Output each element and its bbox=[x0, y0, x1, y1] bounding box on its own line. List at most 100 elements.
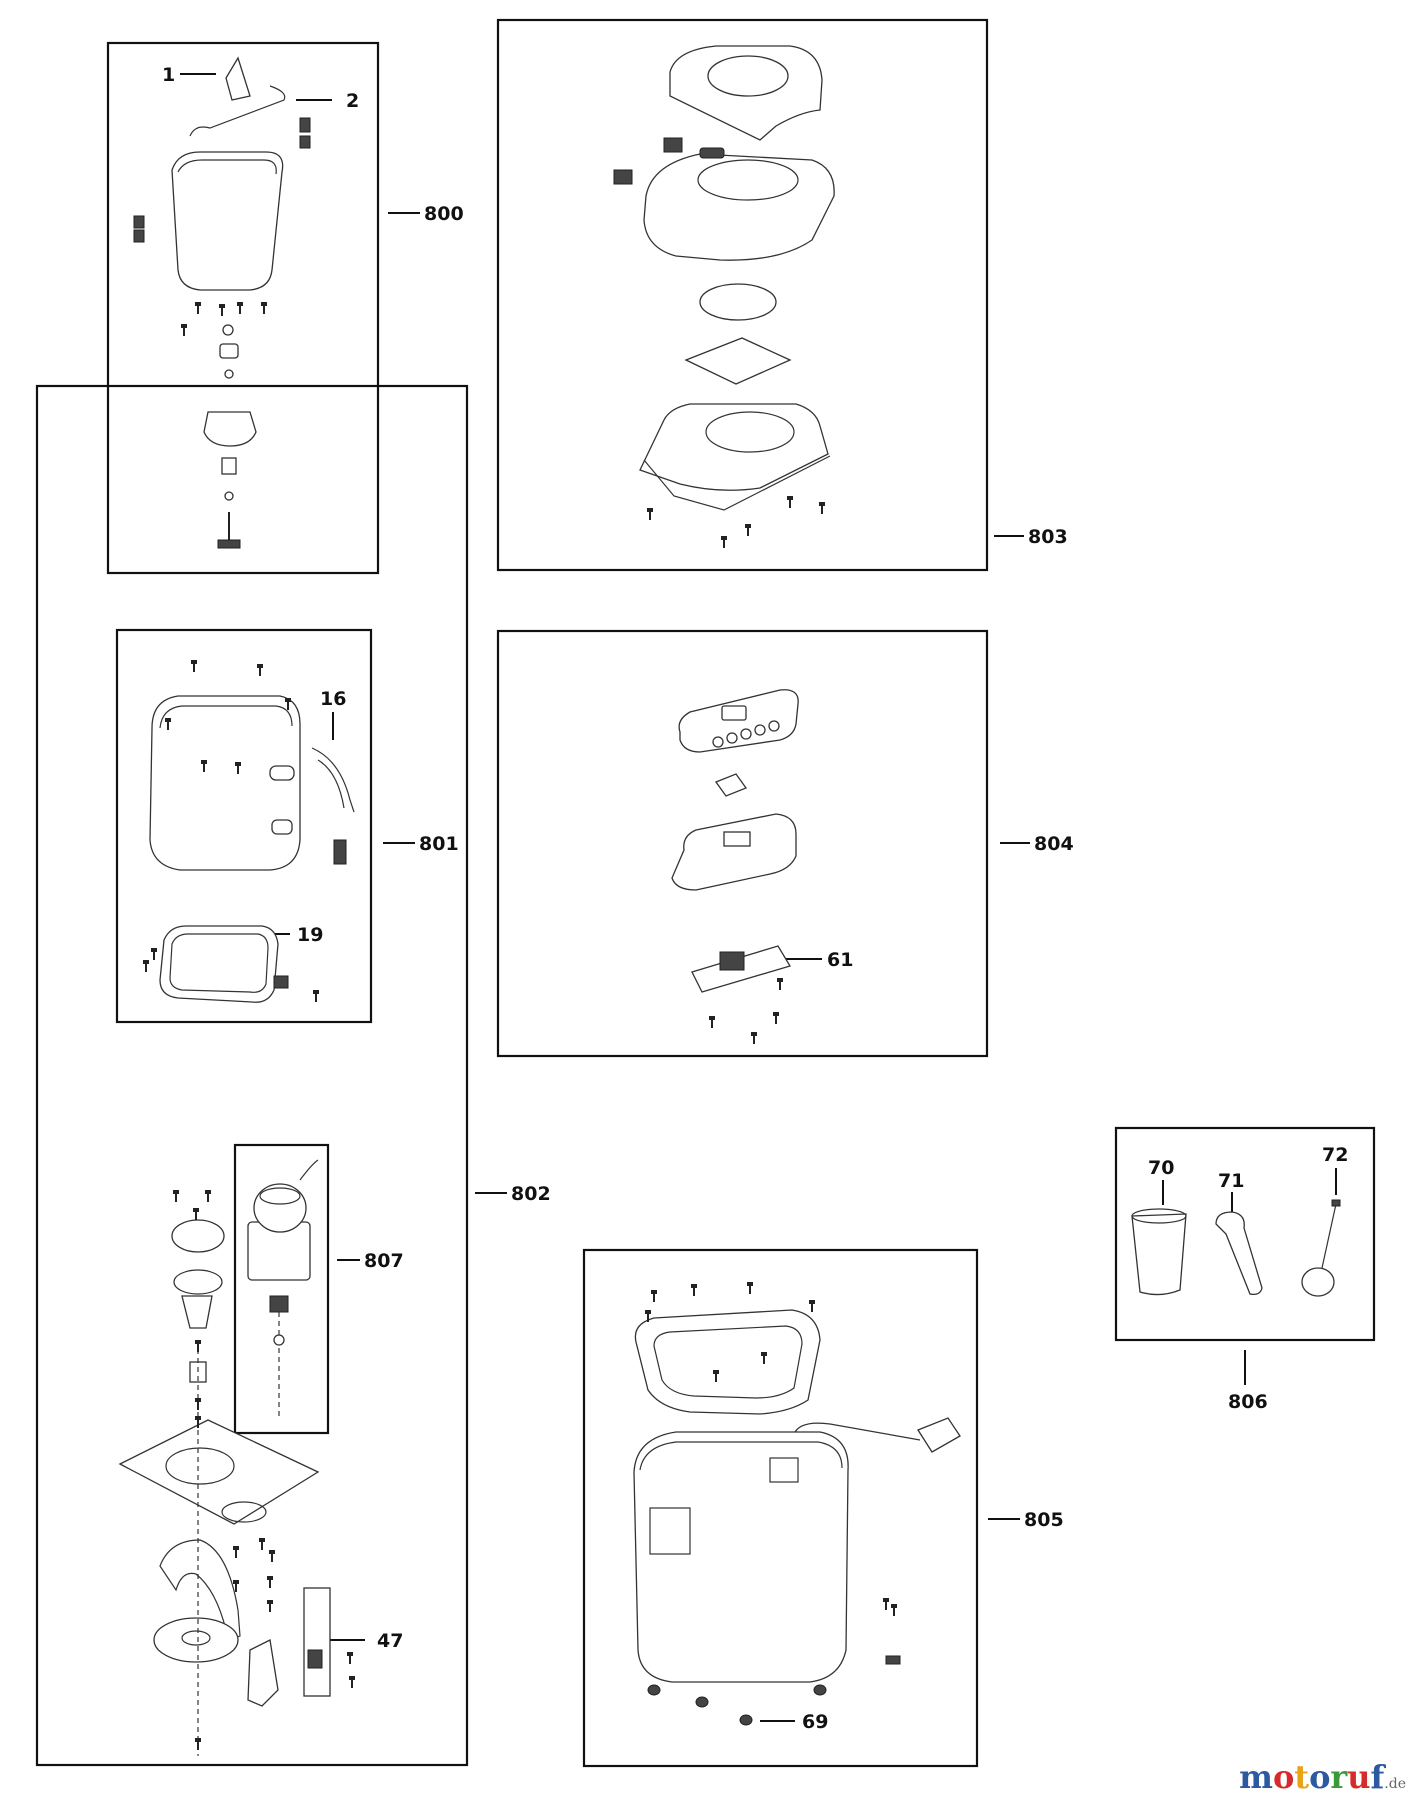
clip-b bbox=[299, 135, 311, 149]
group-box-800 bbox=[106, 41, 380, 575]
heating-element-19 bbox=[159, 925, 279, 1003]
lid-hinge-a bbox=[613, 169, 633, 185]
shaft-key bbox=[217, 539, 241, 549]
chamber-rim bbox=[159, 705, 293, 729]
vent-grille-side bbox=[769, 1457, 799, 1483]
group-box-801 bbox=[115, 628, 373, 1024]
overlay-btn-2 bbox=[726, 732, 738, 744]
callout-804: 804 bbox=[1034, 833, 1074, 855]
relay bbox=[307, 1649, 323, 1669]
callout-802: 802 bbox=[511, 1183, 551, 1205]
screw-head bbox=[721, 536, 727, 540]
motoruf-watermark: motoruf.de bbox=[1239, 1758, 1406, 1796]
group-box-803 bbox=[496, 18, 989, 572]
screw-head bbox=[713, 1370, 719, 1374]
screw-head bbox=[709, 1016, 715, 1020]
drive-base-assembly bbox=[118, 1219, 331, 1756]
lid-vent bbox=[699, 147, 725, 159]
callout-71: 71 bbox=[1218, 1170, 1244, 1192]
lid-inner-window bbox=[705, 411, 795, 453]
callout-16: 16 bbox=[320, 688, 346, 710]
screw-head bbox=[647, 508, 653, 512]
sensor-cable-16 bbox=[311, 747, 355, 813]
screw-head bbox=[285, 698, 291, 702]
housing-assembly bbox=[633, 1309, 961, 1726]
oven-chamber bbox=[149, 695, 301, 871]
housing-display bbox=[723, 831, 751, 847]
screw-head bbox=[809, 1300, 815, 1304]
screw-head bbox=[195, 302, 201, 306]
screw-head bbox=[751, 1032, 757, 1036]
overlay-btn-1 bbox=[712, 736, 724, 748]
top-frame bbox=[634, 1309, 821, 1415]
hook-72-tip bbox=[1331, 1199, 1341, 1207]
screw-head bbox=[191, 660, 197, 664]
washer-800 bbox=[224, 369, 234, 379]
screw-head bbox=[883, 1598, 889, 1602]
lid-body bbox=[643, 153, 835, 261]
screw-head bbox=[645, 1310, 651, 1314]
lid-hinge-b bbox=[663, 137, 683, 153]
screw-head bbox=[773, 1012, 779, 1016]
clip-c bbox=[133, 215, 145, 229]
drive-hub-base bbox=[203, 411, 257, 447]
motor-assembly bbox=[247, 1159, 319, 1420]
screw-head bbox=[259, 1538, 265, 1542]
lid-body-window bbox=[697, 159, 799, 201]
power-plug bbox=[917, 1417, 961, 1453]
watermark-letter: r bbox=[1330, 1758, 1348, 1796]
window-slot bbox=[269, 765, 295, 781]
lid-glass bbox=[699, 283, 777, 321]
screw-head bbox=[745, 524, 751, 528]
hook-72-rod bbox=[1321, 1203, 1337, 1269]
screw-head bbox=[347, 1652, 353, 1656]
motor-shaft-gear bbox=[269, 1295, 289, 1313]
callout-805: 805 bbox=[1024, 1509, 1064, 1531]
screw-head bbox=[195, 1738, 201, 1742]
screw-head bbox=[219, 304, 225, 308]
lid-assembly bbox=[613, 45, 835, 511]
coupling bbox=[181, 1295, 213, 1329]
outer-housing bbox=[633, 1431, 849, 1683]
watermark-suffix: .de bbox=[1384, 1776, 1406, 1792]
thermostat bbox=[333, 839, 347, 865]
callout-803: 803 bbox=[1028, 526, 1068, 548]
drive-pulley bbox=[153, 1617, 239, 1663]
motor-wire bbox=[299, 1159, 319, 1181]
baking-pan-assembly bbox=[133, 56, 311, 549]
control-panel-assembly bbox=[671, 689, 799, 993]
watermark-letter: f bbox=[1370, 1758, 1385, 1796]
screw-head bbox=[201, 760, 207, 764]
measuring-cup-rim bbox=[1131, 1208, 1187, 1224]
top-frame-inner bbox=[653, 1325, 803, 1399]
screw-head bbox=[651, 1290, 657, 1294]
pan-handle-wire bbox=[189, 85, 286, 137]
group-box-806 bbox=[1114, 1126, 1376, 1342]
terminal-bracket bbox=[273, 975, 289, 989]
sensor-slot bbox=[271, 819, 293, 835]
overlay-btn-3 bbox=[740, 728, 752, 740]
bushing bbox=[219, 343, 239, 359]
baking-pan-rim bbox=[177, 159, 277, 175]
callout-801: 801 bbox=[419, 833, 459, 855]
foot-2 bbox=[813, 1684, 827, 1696]
screw-head bbox=[787, 496, 793, 500]
screw-head bbox=[195, 1340, 201, 1344]
clip-d bbox=[133, 229, 145, 243]
clip-a bbox=[299, 117, 311, 133]
display-window bbox=[714, 773, 748, 797]
accessories bbox=[1131, 1199, 1341, 1297]
callout-47: 47 bbox=[377, 1630, 403, 1652]
group-box-807 bbox=[233, 1143, 330, 1435]
screw-head bbox=[233, 1580, 239, 1584]
watermark-letter: m bbox=[1239, 1758, 1273, 1796]
callout-2: 2 bbox=[346, 90, 359, 112]
screw-head bbox=[195, 1398, 201, 1402]
o-ring bbox=[173, 1269, 223, 1295]
watermark-letters: motoruf bbox=[1239, 1758, 1384, 1796]
heating-chamber-assembly bbox=[149, 695, 355, 1003]
lid-gasket bbox=[643, 455, 831, 511]
callout-806: 806 bbox=[1228, 1391, 1268, 1413]
drive-pulley-hub bbox=[181, 1630, 211, 1646]
screws bbox=[143, 302, 897, 1750]
